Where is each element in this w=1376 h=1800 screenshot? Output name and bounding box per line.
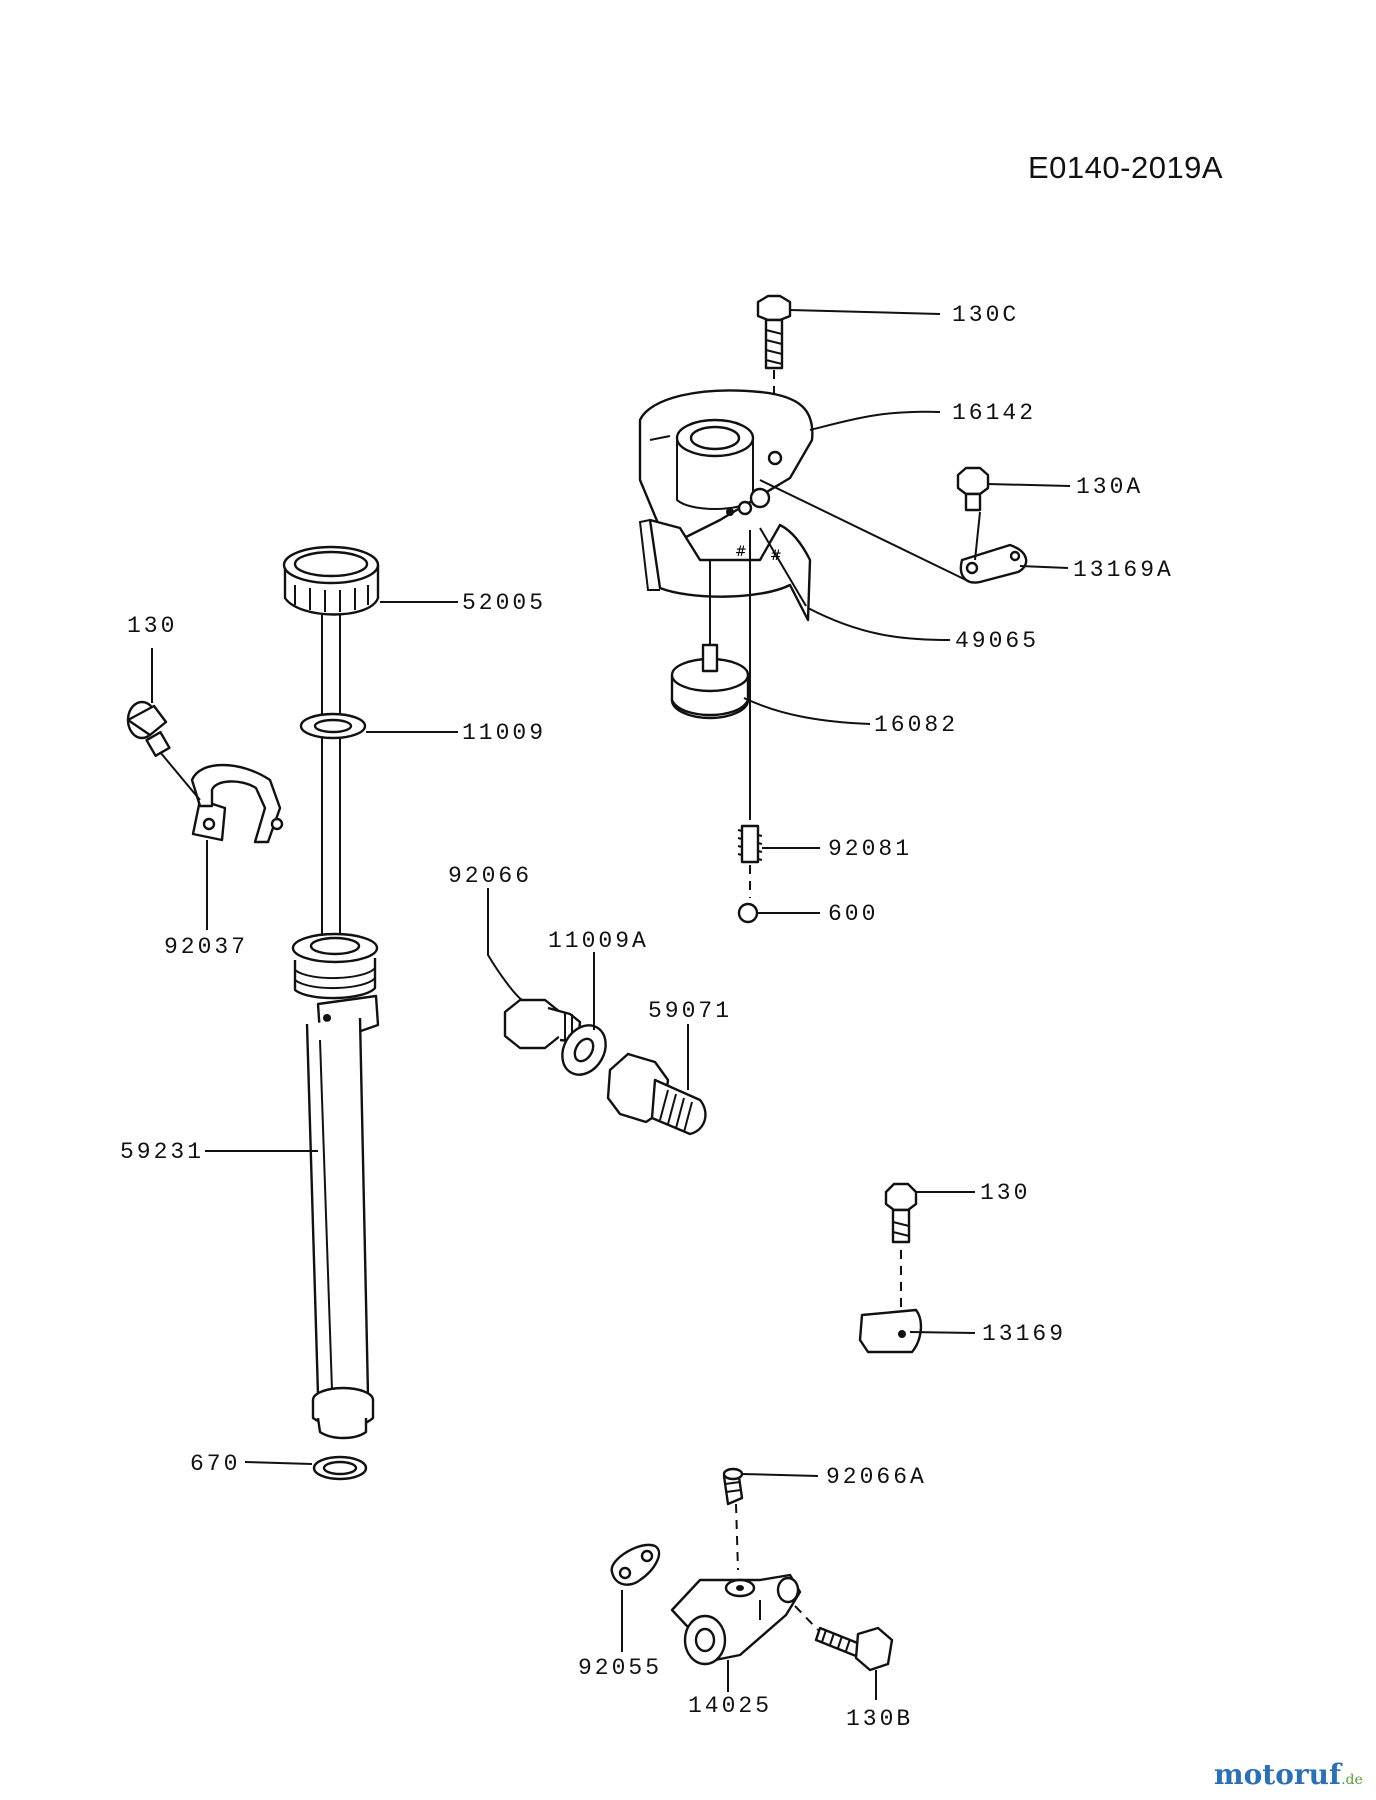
governor-arm-49065-drawing: # # [638,518,812,622]
bolt-130-left-drawing [126,700,171,757]
bolt-130b-drawing [794,1605,894,1672]
lever-14025-drawing [670,1573,802,1666]
part-label-600: 600 [828,901,879,927]
part-label-130-left: 130 [127,613,178,639]
part-label-16142: 16142 [952,400,1037,426]
leader-lines [151,309,1071,1700]
part-label-49065: 49065 [955,628,1040,654]
part-label-92066a: 92066A [826,1464,927,1490]
part-label-92066: 92066 [448,863,533,889]
watermark-logo: motoruf.de [1214,1758,1363,1791]
part-label-52005: 52005 [462,590,547,616]
part-label-13169: 13169 [982,1321,1067,1347]
oil-filler-tube-59231-drawing [291,932,380,1440]
part-label-670: 670 [190,1451,241,1477]
washer-11009a-drawing [561,1024,607,1076]
ball-600-drawing [737,902,759,924]
svg-text:#: # [770,548,782,564]
part-label-59231: 59231 [120,1139,205,1165]
spring-92081-drawing [737,824,763,898]
gasket-92055-drawing [610,1543,661,1586]
plate-13169-drawing [858,1308,923,1354]
part-label-11009: 11009 [462,720,547,746]
dipstick-rod-drawing [321,615,341,940]
part-label-16082: 16082 [874,712,959,738]
screw-92066a-drawing [722,1467,744,1571]
clamp-92037-drawing [159,751,284,844]
part-label-92081: 92081 [828,836,913,862]
part-label-130a: 130A [1076,474,1144,500]
svg-text:#: # [735,544,747,560]
fitting-59071-drawing [606,1052,707,1136]
filler-cap-52005-drawing [282,545,380,616]
bolt-130-right-drawing [884,1182,918,1325]
part-label-11009a: 11009A [548,928,649,954]
part-label-13169a: 13169A [1073,557,1174,583]
o-ring-670-drawing [312,1455,368,1481]
watermark-brand: motoruf [1214,1758,1342,1791]
part-label-130b: 130B [846,1706,914,1732]
part-label-59071: 59071 [648,998,733,1024]
bolt-130a-drawing [956,466,990,512]
part-label-92055: 92055 [578,1655,663,1681]
part-label-130-right: 130 [980,1180,1031,1206]
o-ring-11009-drawing [299,712,367,740]
bracket-16142-drawing [638,389,814,542]
governor-weight-16082-drawing [670,530,751,820]
part-label-14025: 14025 [688,1693,773,1719]
part-label-92037: 92037 [164,934,249,960]
plate-13169a-drawing [759,479,1028,584]
part-label-130c: 130C [952,302,1020,328]
document-id: E0140-2019A [1028,150,1224,185]
watermark-tld: .de [1341,1772,1363,1788]
